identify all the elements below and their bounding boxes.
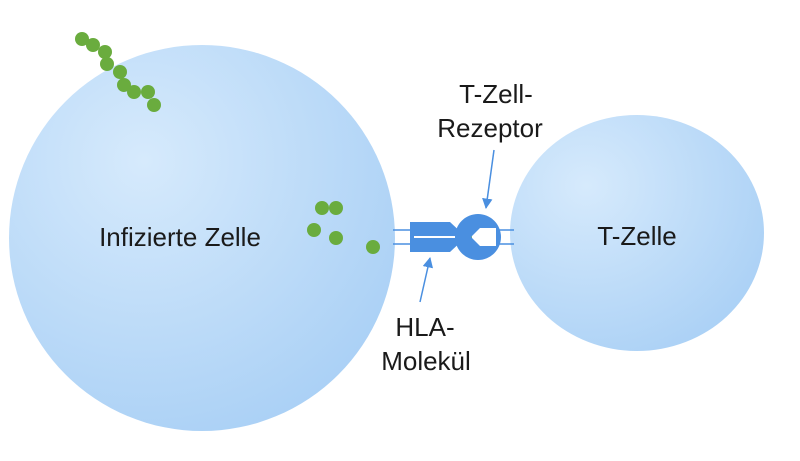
virus-particle xyxy=(366,240,380,254)
infected-cell: Infizierte Zelle xyxy=(9,45,395,431)
receptor-label-line1: T-Zell- xyxy=(459,79,533,109)
hla-molecule xyxy=(393,222,466,252)
virus-particle xyxy=(315,201,329,215)
receptor-arrow xyxy=(482,149,495,210)
virus-particle xyxy=(147,98,161,112)
hla-label-line2: Molekül xyxy=(381,346,471,376)
virus-particle xyxy=(127,85,141,99)
receptor-label-line2: Rezeptor xyxy=(437,113,543,143)
t-cell: T-Zelle xyxy=(510,115,764,351)
virus-particle xyxy=(307,223,321,237)
receptor-annotation: T-Zell- Rezeptor xyxy=(437,79,543,210)
t-cell-label: T-Zelle xyxy=(597,221,676,251)
hla-annotation: HLA- Molekül xyxy=(381,256,471,376)
virus-particle xyxy=(117,78,131,92)
t-cell-receptor xyxy=(455,214,514,260)
hla-arrow xyxy=(419,256,434,303)
virus-particle xyxy=(329,231,343,245)
virus-particle xyxy=(98,45,112,59)
t-cell-body xyxy=(510,115,764,351)
virus-particle xyxy=(141,85,155,99)
virus-particle xyxy=(100,57,114,71)
virus-particles-internal xyxy=(307,201,380,254)
infected-cell-body xyxy=(9,45,395,431)
virus-particle xyxy=(86,38,100,52)
hla-label-line1: HLA- xyxy=(395,312,454,342)
virus-particle xyxy=(113,65,127,79)
t-cell-receptor-shape xyxy=(455,214,501,260)
virus-particle xyxy=(329,201,343,215)
virus-particle xyxy=(75,32,89,46)
virus-particle-chain xyxy=(75,32,161,112)
infected-cell-label: Infizierte Zelle xyxy=(99,222,261,252)
